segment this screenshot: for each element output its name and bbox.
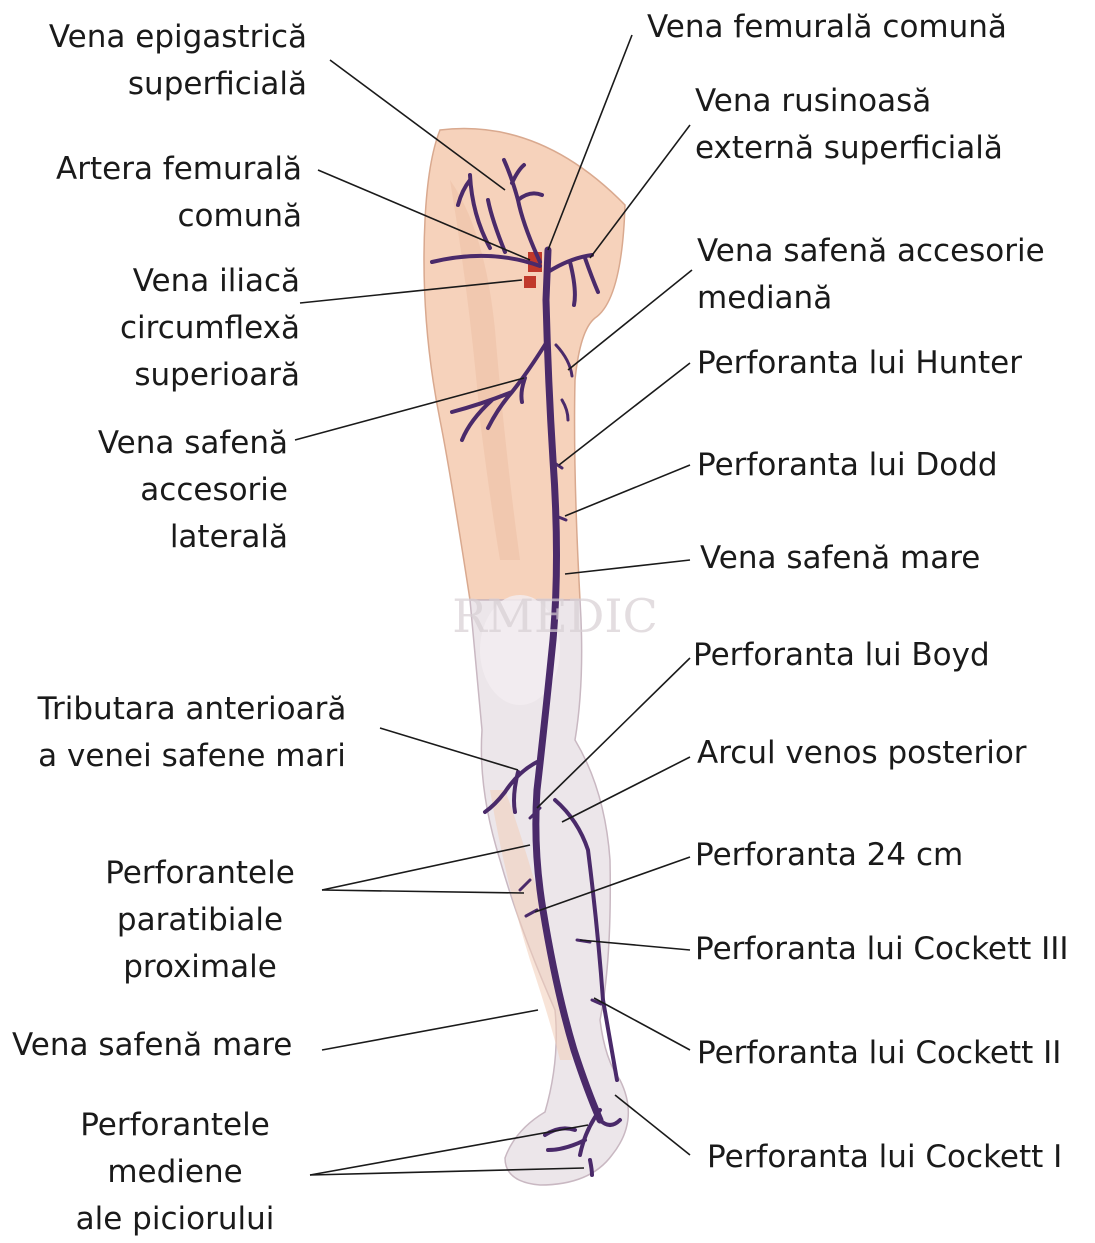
label-perforanta-cockett-3: Perforanta lui Cockett III bbox=[695, 926, 1069, 973]
label-vena-safena-accesorie-mediana: Vena safenă accesorie mediană bbox=[697, 228, 1045, 322]
watermark: RMEDIC bbox=[452, 589, 658, 643]
label-line: superioară bbox=[120, 352, 300, 399]
label-perforanta-24cm: Perforanta 24 cm bbox=[695, 832, 963, 879]
label-line: Perforanta lui Hunter bbox=[697, 340, 1022, 387]
artery-segment bbox=[524, 276, 536, 288]
label-line: Perforanta lui Boyd bbox=[693, 632, 990, 679]
label-line: superficială bbox=[49, 61, 307, 108]
label-vena-rusinoasa: Vena rusinoasă externă superficială bbox=[695, 78, 1003, 172]
label-line: Perforanta lui Cockett I bbox=[707, 1134, 1062, 1181]
label-line: proximale bbox=[95, 944, 305, 991]
label-line: Artera femurală bbox=[56, 146, 302, 193]
label-perforantele-paratibiale: Perforantele paratibiale proximale bbox=[95, 850, 305, 991]
label-perforantele-mediene: Perforantele mediene ale piciorului bbox=[62, 1102, 288, 1243]
label-line: laterală bbox=[98, 514, 288, 561]
label-vena-safena-mare-left: Vena safenă mare bbox=[12, 1022, 292, 1069]
label-perforanta-boyd: Perforanta lui Boyd bbox=[693, 632, 990, 679]
label-line: Vena safenă accesorie bbox=[697, 228, 1045, 275]
leader-line bbox=[322, 890, 524, 893]
label-line: a venei safene mari bbox=[28, 733, 356, 780]
label-perforanta-cockett-1: Perforanta lui Cockett I bbox=[707, 1134, 1062, 1181]
label-line: Vena safenă mare bbox=[700, 535, 980, 582]
label-line: comună bbox=[56, 193, 302, 240]
leader-line bbox=[330, 60, 505, 190]
label-perforanta-hunter: Perforanta lui Hunter bbox=[697, 340, 1022, 387]
label-line: Perforanta lui Dodd bbox=[697, 442, 998, 489]
label-line: paratibiale bbox=[95, 897, 305, 944]
label-line: Perforanta 24 cm bbox=[695, 832, 963, 879]
label-line: externă superficială bbox=[695, 125, 1003, 172]
leader-line bbox=[565, 465, 690, 516]
label-line: Vena safenă bbox=[98, 420, 288, 467]
label-line: Vena safenă mare bbox=[12, 1022, 292, 1069]
label-line: Perforanta lui Cockett II bbox=[697, 1030, 1061, 1077]
label-tributara-anterioara: Tributara anterioară a venei safene mari bbox=[28, 686, 356, 780]
label-line: mediene bbox=[62, 1149, 288, 1196]
label-line: Vena femurală comună bbox=[647, 4, 1007, 51]
label-arcul-venos-posterior: Arcul venos posterior bbox=[697, 730, 1027, 777]
label-line: Perforanta lui Cockett III bbox=[695, 926, 1069, 973]
label-artera-femurala-comuna: Artera femurală comună bbox=[56, 146, 302, 240]
label-vena-safena-accesorie-laterala: Vena safenă accesorie laterală bbox=[98, 420, 288, 561]
leader-line bbox=[322, 1010, 538, 1050]
label-vena-iliaca-circumflexa: Vena iliacă circumflexă superioară bbox=[120, 258, 300, 399]
label-line: Vena iliacă bbox=[120, 258, 300, 305]
label-perforanta-cockett-2: Perforanta lui Cockett II bbox=[697, 1030, 1061, 1077]
label-line: accesorie bbox=[98, 467, 288, 514]
label-line: mediană bbox=[697, 275, 1045, 322]
label-vena-epigastrica-superficiala: Vena epigastrică superficială bbox=[49, 14, 307, 108]
label-line: Tributara anterioară bbox=[28, 686, 356, 733]
leader-line bbox=[322, 845, 530, 890]
label-line: circumflexă bbox=[120, 305, 300, 352]
leader-line bbox=[559, 363, 690, 465]
label-line: Arcul venos posterior bbox=[697, 730, 1027, 777]
label-perforanta-dodd: Perforanta lui Dodd bbox=[697, 442, 998, 489]
label-vena-femurala-comuna: Vena femurală comună bbox=[647, 4, 1007, 51]
leader-line bbox=[565, 560, 690, 574]
label-line: Vena epigastrică bbox=[49, 14, 307, 61]
label-vena-safena-mare-right: Vena safenă mare bbox=[700, 535, 980, 582]
label-line: Vena rusinoasă bbox=[695, 78, 1003, 125]
label-line: Perforantele bbox=[95, 850, 305, 897]
label-line: Perforantele bbox=[62, 1102, 288, 1149]
